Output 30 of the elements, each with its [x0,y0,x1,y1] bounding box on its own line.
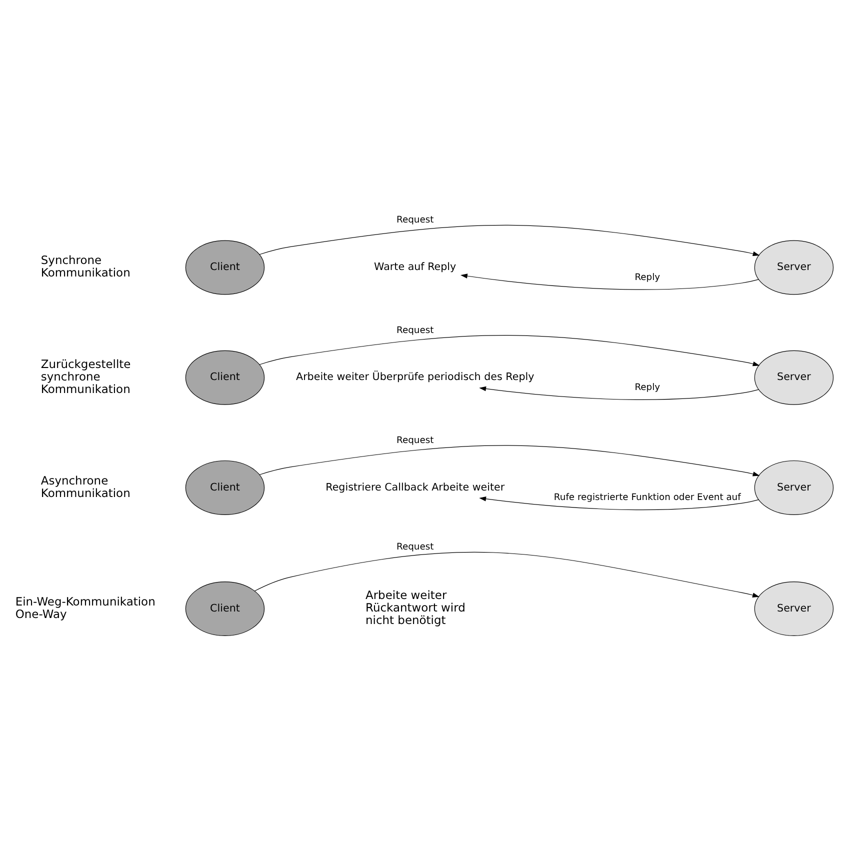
edge-label: Rufe registrierte Funktion oder Event auf [554,492,741,503]
node-text: Arbeite weiter Überprüfe periodisch des Reply [296,370,534,383]
node-ellipse: Client [185,460,265,514]
label: Zurückgestellte synchrone Kommunikation [40,356,131,396]
arrow [479,386,759,400]
node-ellipse: Server [754,350,834,404]
node-ellipse: Client [185,581,265,636]
label: Ein-Weg-Kommunikation One-Way [15,594,156,620]
label: Synchrone Kommunikation [40,252,130,280]
edge-label: Request [396,214,434,226]
arrow [460,273,759,290]
node-ellipse: Client [185,240,265,294]
edge-label: Request [396,324,434,336]
edge-label: Reply [634,382,660,393]
node-text: Registriere Callback Arbeite weiter [326,480,505,493]
label: Arbeite weiter Rückantwort wird nicht benötigt [366,588,466,627]
node-ellipse: Server [754,460,834,514]
node-ellipse: Server [754,240,834,294]
arrow [259,444,760,476]
arrow [254,551,760,597]
node-ellipse: Client [185,350,265,404]
arrow [259,334,760,366]
arrow [259,224,760,256]
edge-label: Request [396,434,434,446]
arrow [479,496,759,510]
node-text: Warte auf Reply [374,260,456,273]
edge-label: Request [396,541,434,552]
edge-label: Reply [634,271,660,282]
node-ellipse: Server [754,581,834,636]
label: Asynchrone Kommunikation [40,472,130,500]
